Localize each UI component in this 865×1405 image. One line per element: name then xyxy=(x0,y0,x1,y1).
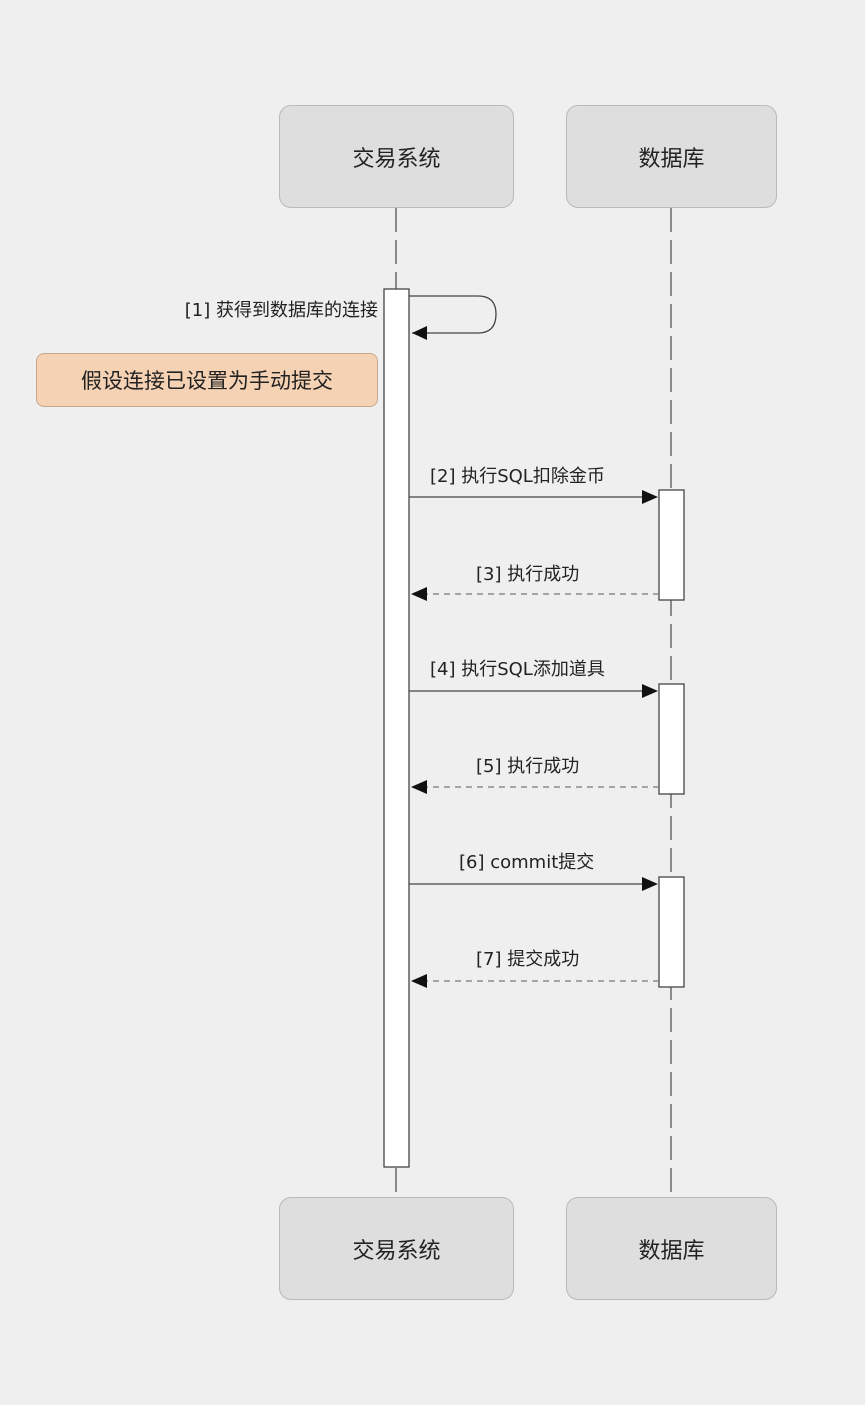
message-6-arrowhead xyxy=(642,877,658,891)
participant-database-label: 数据库 xyxy=(638,1238,705,1264)
participant-trade-system-label: 交易系统 xyxy=(352,146,441,172)
message-5-arrowhead xyxy=(411,780,427,794)
activation-database-2 xyxy=(658,683,685,795)
note-manual-commit: 假设连接已设置为手动提交 xyxy=(36,353,378,407)
message-2-label: [2] 执行SQL扣除金币 xyxy=(430,466,605,487)
activation-database-3 xyxy=(658,876,685,988)
participant-database-bottom: 数据库 xyxy=(566,1197,777,1300)
message-1-label: [1] 获得到数据库的连接 xyxy=(184,300,378,321)
message-6-label: [6] commit提交 xyxy=(459,852,595,873)
message-3-label: [3] 执行成功 xyxy=(476,564,580,585)
participant-trade-system-top: 交易系统 xyxy=(279,105,514,208)
participant-trade-system-bottom: 交易系统 xyxy=(279,1197,514,1300)
message-7-arrowhead xyxy=(411,974,427,988)
participant-database-label: 数据库 xyxy=(638,146,705,172)
message-1-arrowhead xyxy=(412,326,427,340)
message-5-label: [5] 执行成功 xyxy=(476,756,580,777)
message-3-arrowhead xyxy=(411,587,427,601)
message-7-label: [7] 提交成功 xyxy=(476,949,580,970)
message-2-arrowhead xyxy=(642,490,658,504)
participant-trade-system-label: 交易系统 xyxy=(352,1238,441,1264)
note-text: 假设连接已设置为手动提交 xyxy=(81,369,333,393)
participant-database-top: 数据库 xyxy=(566,105,777,208)
activation-database-1 xyxy=(658,489,685,601)
message-1-arrow xyxy=(409,295,497,334)
activation-trade-system xyxy=(383,288,410,1168)
message-4-label: [4] 执行SQL添加道具 xyxy=(430,659,605,680)
message-4-arrowhead xyxy=(642,684,658,698)
